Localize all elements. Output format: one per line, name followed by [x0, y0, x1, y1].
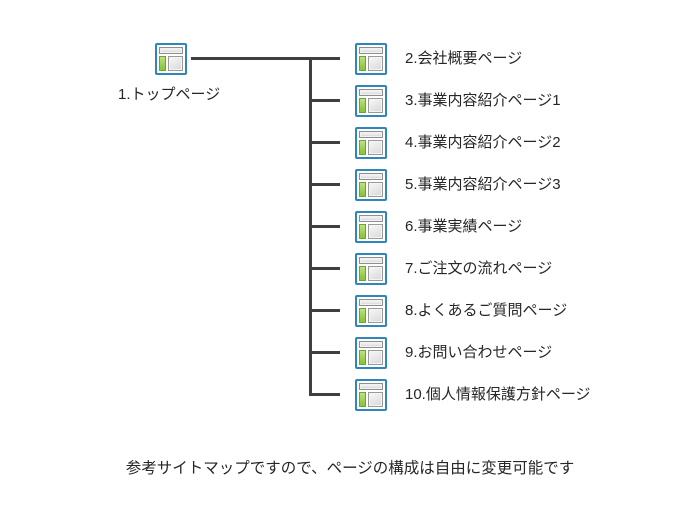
webpage-icon-content — [368, 266, 383, 281]
webpage-icon-body — [359, 308, 383, 323]
webpage-icon-content — [368, 98, 383, 113]
webpage-icon — [355, 295, 387, 327]
webpage-icon-titlebar — [359, 47, 383, 54]
node-label: 2.会社概要ページ — [405, 50, 523, 67]
webpage-icon-body — [359, 266, 383, 281]
webpage-icon — [355, 337, 387, 369]
connector-branch-7 — [310, 267, 340, 270]
webpage-icon-sidebar — [359, 392, 366, 407]
webpage-icon — [355, 379, 387, 411]
webpage-icon-sidebar — [359, 98, 366, 113]
webpage-icon — [355, 253, 387, 285]
webpage-icon-body — [359, 392, 383, 407]
node-label: 5.事業内容紹介ページ3 — [405, 176, 561, 193]
node-company-overview: 2.会社概要ページ — [355, 43, 522, 75]
node-contact: 9.お問い合わせページ — [355, 337, 552, 369]
node-label: 7.ご注文の流れページ — [405, 260, 553, 277]
webpage-icon-content — [368, 308, 383, 323]
webpage-icon — [155, 43, 187, 75]
connector-branch-8 — [310, 309, 340, 312]
connector-branch-5 — [310, 183, 340, 186]
webpage-icon-titlebar — [359, 173, 383, 180]
connector-branch-4 — [310, 141, 340, 144]
connector-branch-3 — [310, 99, 340, 102]
webpage-icon-content — [368, 182, 383, 197]
webpage-icon — [355, 169, 387, 201]
node-top-page-label: 1.トップページ — [118, 86, 221, 103]
webpage-icon-sidebar — [359, 266, 366, 281]
webpage-icon-body — [359, 350, 383, 365]
connector-branch-10 — [310, 393, 340, 396]
node-faq: 8.よくあるご質問ページ — [355, 295, 567, 327]
webpage-icon — [355, 127, 387, 159]
node-business-results: 6.事業実績ページ — [355, 211, 522, 243]
webpage-icon-content — [368, 224, 383, 239]
node-business-intro-2: 4.事業内容紹介ページ2 — [355, 127, 561, 159]
diagram-caption: 参考サイトマップですので、ページの構成は自由に変更可能です — [125, 460, 575, 477]
node-label: 6.事業実績ページ — [405, 218, 523, 235]
webpage-icon-sidebar — [159, 56, 166, 71]
node-label: 4.事業内容紹介ページ2 — [405, 134, 561, 151]
webpage-icon-titlebar — [359, 257, 383, 264]
webpage-icon-titlebar — [359, 131, 383, 138]
webpage-icon-titlebar — [359, 299, 383, 306]
webpage-icon — [355, 211, 387, 243]
node-business-intro-1: 3.事業内容紹介ページ1 — [355, 85, 561, 117]
webpage-icon — [355, 43, 387, 75]
node-privacy-policy: 10.個人情報保護方針ページ — [355, 379, 591, 411]
webpage-icon — [355, 85, 387, 117]
webpage-icon-titlebar — [359, 215, 383, 222]
webpage-icon-content — [368, 140, 383, 155]
node-label: 3.事業内容紹介ページ1 — [405, 92, 561, 109]
webpage-icon-sidebar — [359, 350, 366, 365]
node-business-intro-3: 5.事業内容紹介ページ3 — [355, 169, 561, 201]
webpage-icon-content — [368, 56, 383, 71]
webpage-icon-titlebar — [359, 341, 383, 348]
node-order-flow: 7.ご注文の流れページ — [355, 253, 552, 285]
webpage-icon-sidebar — [359, 182, 366, 197]
node-label: 8.よくあるご質問ページ — [405, 302, 568, 319]
webpage-icon-content — [168, 56, 183, 71]
webpage-icon-titlebar — [359, 89, 383, 96]
webpage-icon-content — [368, 392, 383, 407]
webpage-icon-content — [368, 350, 383, 365]
node-label: 10.個人情報保護方針ページ — [405, 386, 591, 403]
webpage-icon-titlebar — [359, 383, 383, 390]
connector-branch-9 — [310, 351, 340, 354]
webpage-icon-body — [359, 182, 383, 197]
connector-branch-6 — [310, 225, 340, 228]
webpage-icon-body — [359, 56, 383, 71]
webpage-icon-body — [359, 224, 383, 239]
webpage-icon-sidebar — [359, 56, 366, 71]
connector-root-branch — [191, 57, 340, 60]
webpage-icon-sidebar — [359, 140, 366, 155]
webpage-icon-sidebar — [359, 224, 366, 239]
webpage-icon-body — [359, 140, 383, 155]
node-label: 9.お問い合わせページ — [405, 344, 553, 361]
webpage-icon-sidebar — [359, 308, 366, 323]
webpage-icon-titlebar — [159, 47, 183, 54]
webpage-icon-body — [359, 98, 383, 113]
webpage-icon-body — [159, 56, 183, 71]
